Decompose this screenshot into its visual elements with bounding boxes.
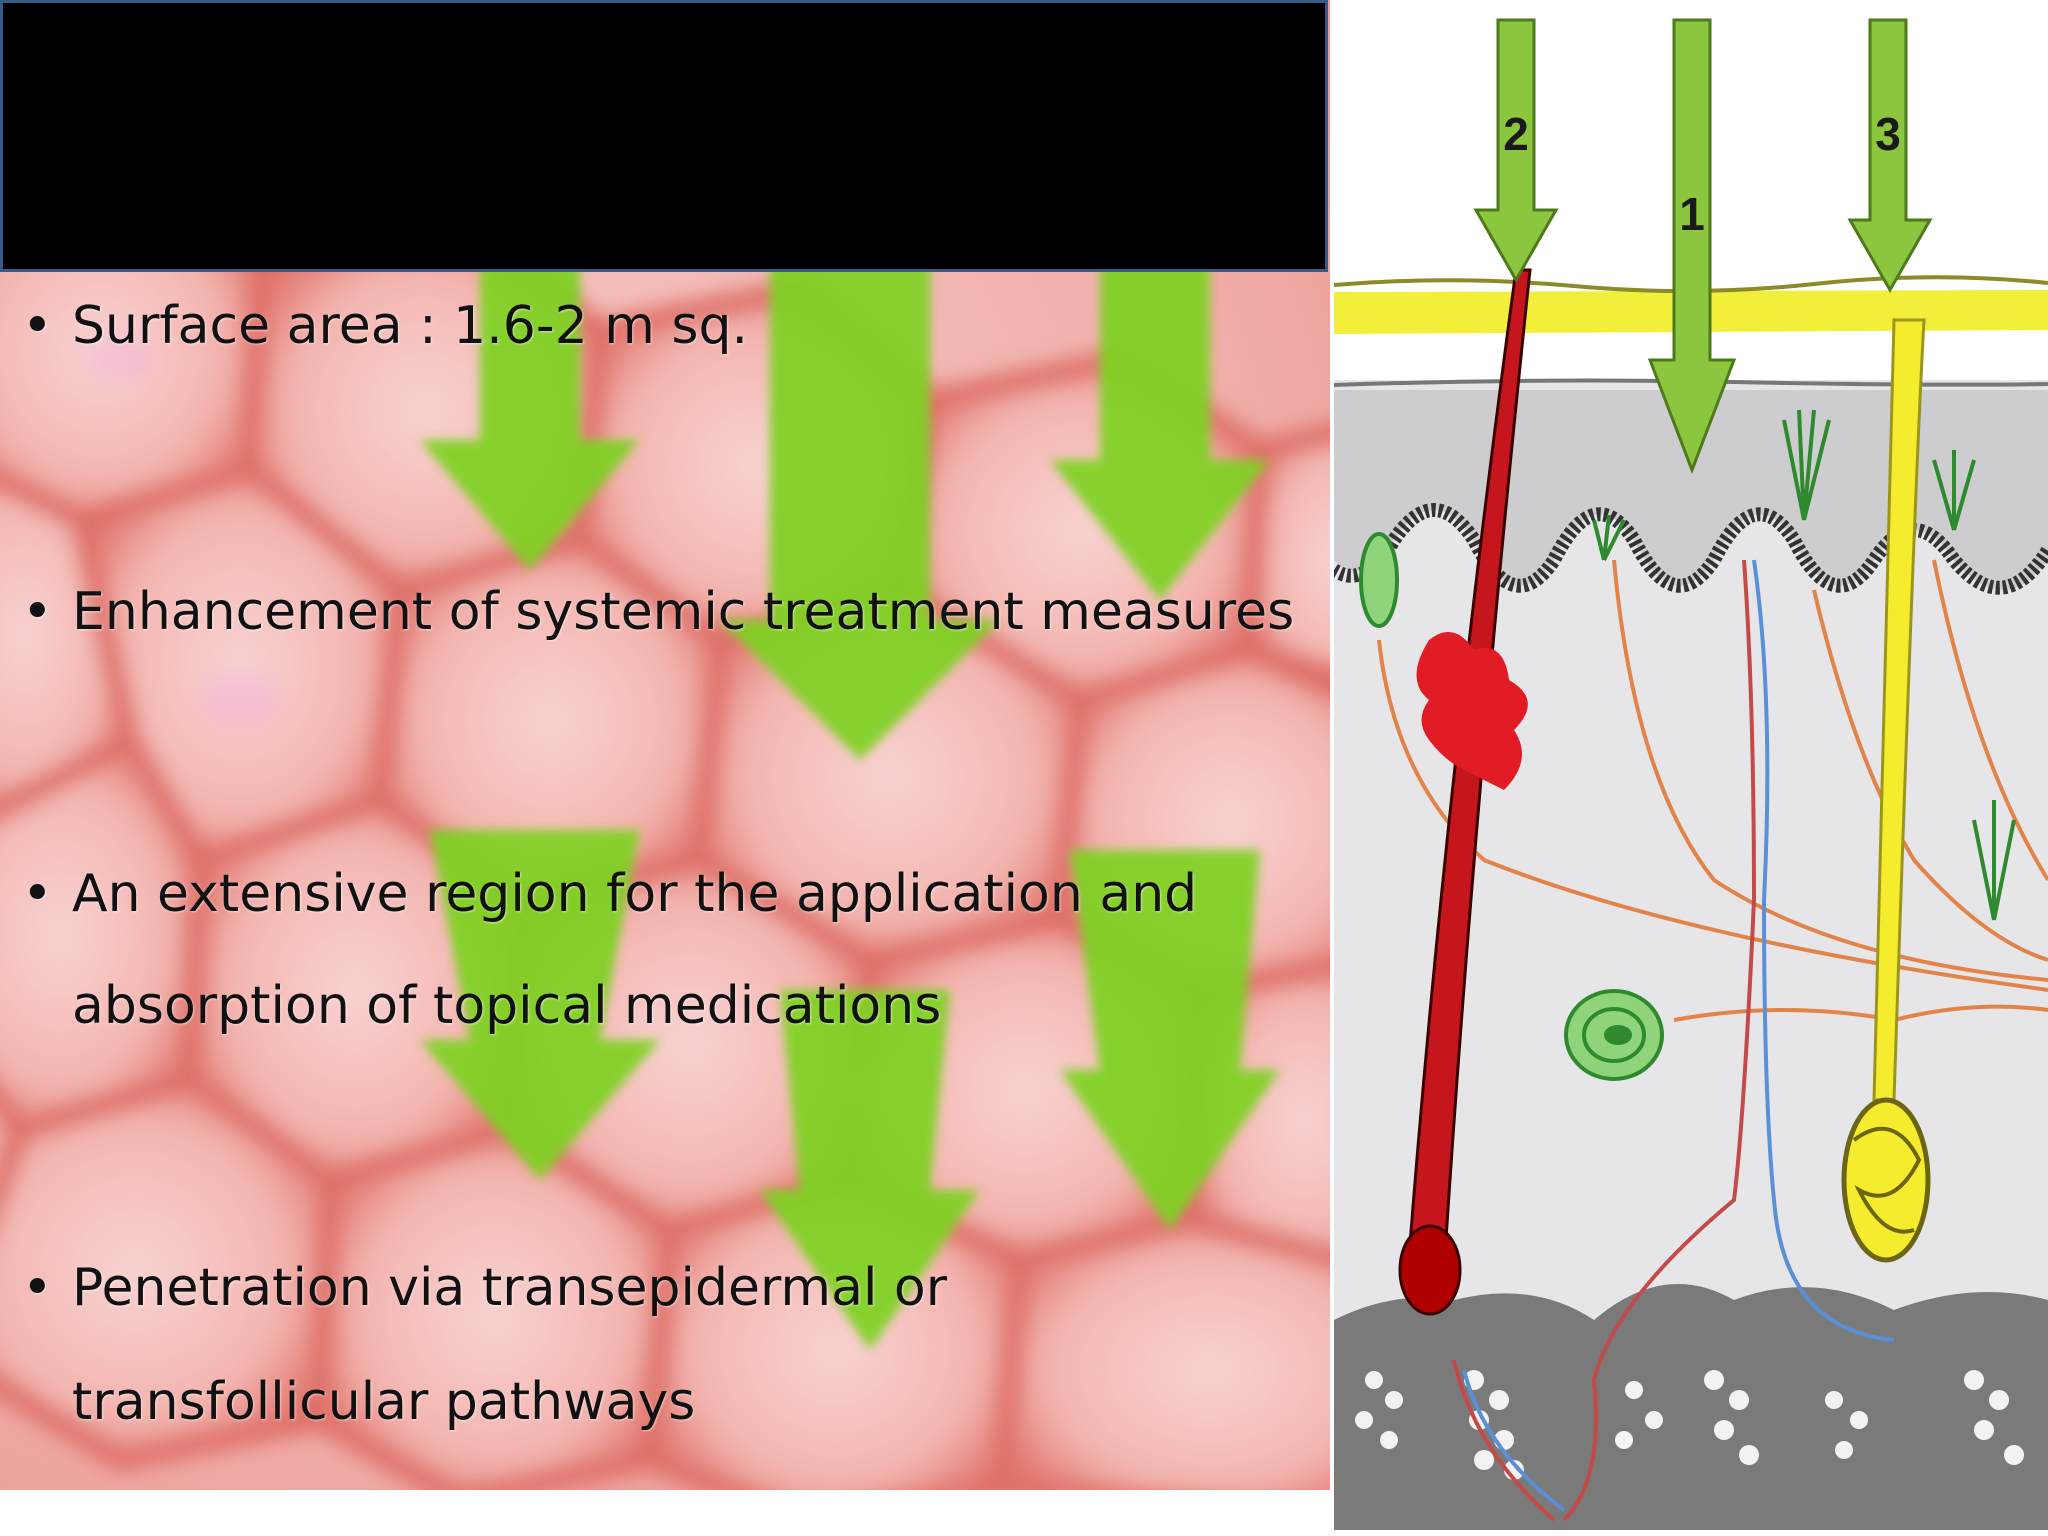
arrow-3 [1847,18,1933,294]
glands [1359,532,1664,1081]
arrow-label-group: 2 1 3 [1503,108,1901,240]
green-arrows-background [420,250,1280,1350]
basement-membrane [1330,503,2048,595]
sweat-gland-coil [1841,1097,1931,1263]
bullet-text-continuation: transfollicular pathways [72,1372,696,1432]
skin-cells-illustration [0,168,1330,1490]
bg-arrow [420,250,640,570]
bullet-dot: • [22,864,53,924]
bullet-dot: • [22,582,53,642]
bg-arrow [760,990,980,1350]
skin-cross-section: 2 1 3 [1330,18,2048,1530]
penetration-arrows [1473,18,1933,475]
bg-arrow [420,830,660,1180]
fat-cells [1355,1370,2024,1480]
hair-bulb [1398,1224,1462,1316]
bullet-dot: • [22,296,53,356]
coil-lines [1852,1126,1922,1234]
blood-vessels [1452,559,1895,1522]
skin-penetration-diagram: 2 1 3 [1330,0,2048,1530]
bullet-text-continuation: absorption of topical medications [72,976,942,1036]
bg-arrow [1050,250,1270,600]
bullet-text: Penetration via transepidermal or [72,1258,948,1318]
sebaceous-gland [1416,632,1528,790]
subcutis-layer [1334,1284,2048,1530]
arrow-label-3: 3 [1875,108,1901,160]
bg-arrow [720,250,1000,760]
bullet-dot: • [22,1258,53,1318]
slide-title-bar [0,0,1328,272]
bullet-text: Enhancement of systemic treatment measur… [72,582,1295,642]
sweat-gland-left [1359,532,1399,628]
arrow-1 [1647,18,1737,475]
arrow-label-1: 1 [1679,188,1705,240]
arrow-2 [1473,18,1559,284]
nerve-endings [1592,409,2016,921]
bullet-text: Surface area : 1.6-2 m sq. [72,296,749,356]
arrow-label-2: 2 [1503,108,1529,160]
bullet-text: An extensive region for the application … [72,864,1198,924]
bg-arrow [1060,850,1280,1230]
bullet-list: • Surface area : 1.6-2 m sq. • Enhanceme… [22,296,1295,1432]
